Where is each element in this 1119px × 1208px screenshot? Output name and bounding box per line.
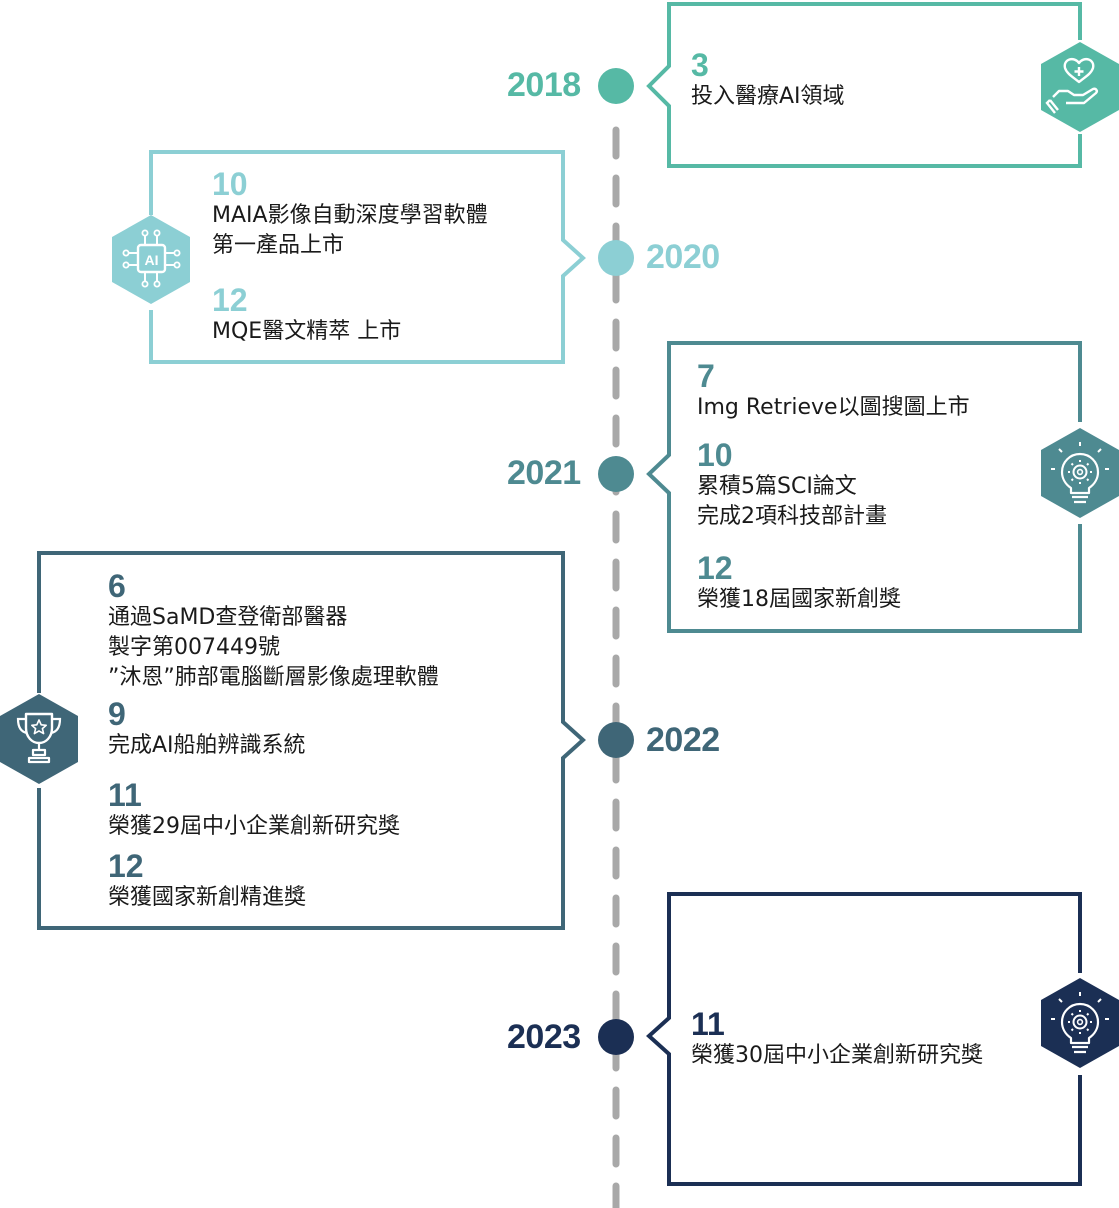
event-2022-11: 11 榮獲29屆中小企業創新研究獎 <box>108 778 400 842</box>
trophy-icon <box>0 694 78 784</box>
event-month: 12 <box>108 848 144 884</box>
event-description: 榮獲30屆中小企業創新研究獎 <box>691 1043 983 1068</box>
event-description: 榮獲18屆國家新創獎 <box>697 587 901 612</box>
event-month: 9 <box>108 696 126 732</box>
year-label-2023: 2023 <box>507 1018 581 1056</box>
event-description: 完成AI船舶辨識系統 <box>108 733 306 758</box>
event-2022-06: 6 通過SaMD查登衛部醫器製字第007449號”沐恩”肺部電腦斷層影像處理軟體 <box>108 569 439 693</box>
year-marker-2018 <box>598 68 634 104</box>
year-marker-2022 <box>598 722 634 758</box>
year-marker-2020 <box>598 240 634 276</box>
event-month: 10 <box>697 437 733 473</box>
year-label-2022: 2022 <box>646 721 720 759</box>
event-2022-09: 9 完成AI船舶辨識系統 <box>108 697 306 761</box>
event-2020-12: 12 MQE醫文精萃 上市 <box>212 283 401 347</box>
ai-chip-icon: AI <box>112 215 190 304</box>
event-month: 12 <box>212 282 248 318</box>
year-marker-2023 <box>598 1019 634 1055</box>
box-2018 <box>598 2 1119 168</box>
event-month: 6 <box>108 568 126 604</box>
lightbulb-gear-icon <box>1041 978 1119 1068</box>
event-description: MAIA影像自動深度學習軟體第一產品上市 <box>212 203 488 258</box>
event-2018-03: 3 投入醫療AI領域 <box>691 48 845 112</box>
year-marker-2021 <box>598 456 634 492</box>
year-label-2018: 2018 <box>507 66 581 104</box>
event-description: MQE醫文精萃 上市 <box>212 319 402 344</box>
ai-chip-label: AI <box>145 252 159 268</box>
event-month: 11 <box>108 777 142 813</box>
event-month: 3 <box>691 47 709 83</box>
event-2020-10: 10 MAIA影像自動深度學習軟體第一產品上市 <box>212 167 488 261</box>
event-2021-07: 7 Img Retrieve以圖搜圖上市 <box>697 359 970 423</box>
event-description: 榮獲國家新創精進獎 <box>108 885 307 910</box>
event-description: 通過SaMD查登衛部醫器製字第007449號”沐恩”肺部電腦斷層影像處理軟體 <box>108 605 439 690</box>
year-label-2020: 2020 <box>646 238 720 276</box>
year-label-2021: 2021 <box>507 454 581 492</box>
event-description: 累積5篇SCI論文完成2項科技部計畫 <box>697 474 887 529</box>
event-month: 11 <box>691 1006 725 1042</box>
event-month: 12 <box>697 550 733 586</box>
event-2022-12: 12 榮獲國家新創精進獎 <box>108 849 306 913</box>
event-description: 榮獲29屆中小企業創新研究獎 <box>108 814 400 839</box>
event-2021-10: 10 累積5篇SCI論文完成2項科技部計畫 <box>697 438 887 532</box>
event-description: Img Retrieve以圖搜圖上市 <box>697 395 970 420</box>
lightbulb-gear-icon <box>1041 428 1119 518</box>
event-description: 投入醫療AI領域 <box>691 84 845 109</box>
box-2020: AI <box>112 150 634 364</box>
box-2023 <box>598 892 1119 1186</box>
box-2021 <box>598 341 1119 633</box>
event-2021-12: 12 榮獲18屆國家新創獎 <box>697 551 901 615</box>
box-2022 <box>0 551 634 930</box>
event-month: 7 <box>697 358 715 394</box>
event-month: 10 <box>212 166 248 202</box>
hand-heart-medical-icon <box>1041 42 1119 132</box>
event-2023-11: 11 榮獲30屆中小企業創新研究獎 <box>691 1007 983 1071</box>
